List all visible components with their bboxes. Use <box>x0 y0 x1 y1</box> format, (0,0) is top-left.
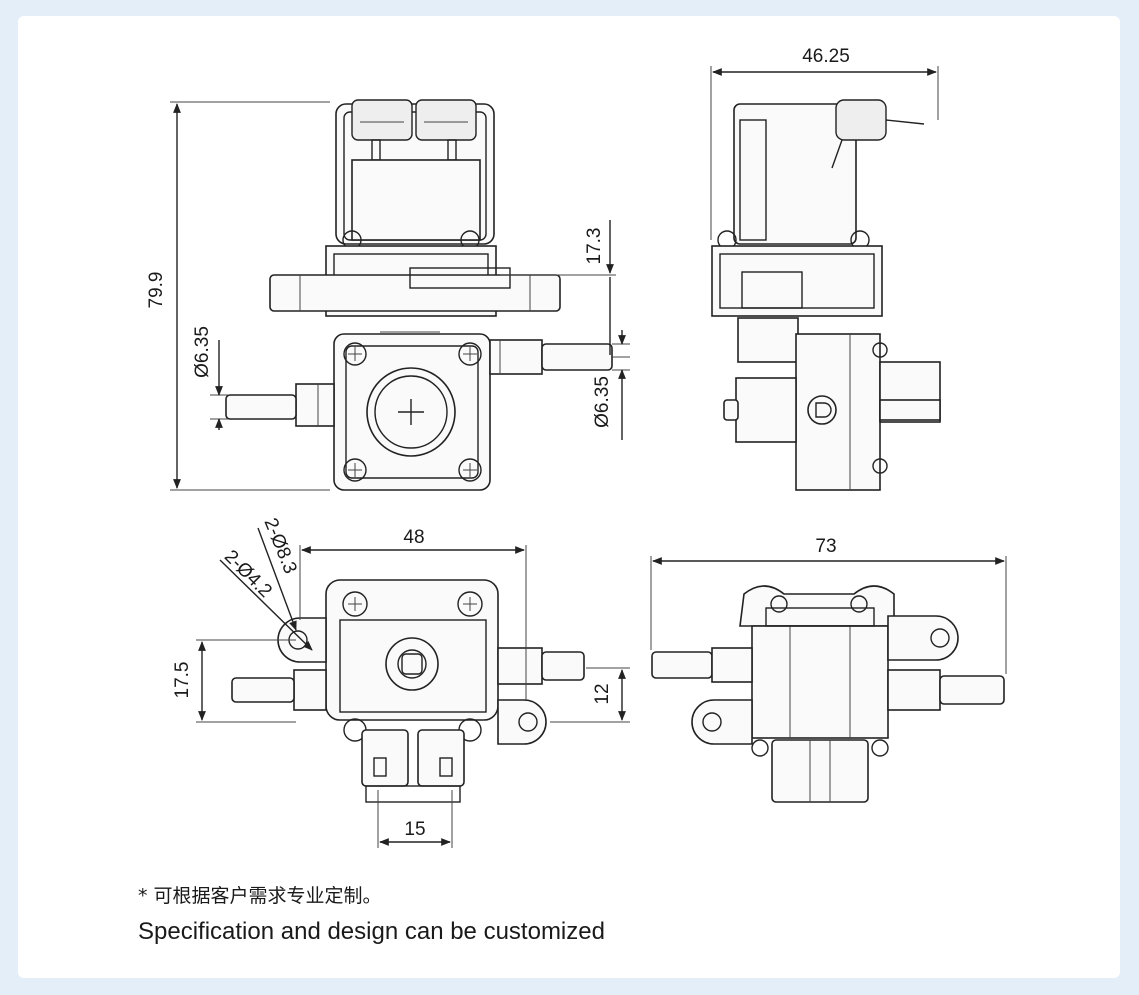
dim-17-3: 17.3 <box>584 228 605 265</box>
note-english: Specification and design can be customiz… <box>138 918 605 945</box>
dim-46-25: 46.25 <box>802 46 850 67</box>
rear-dimensions <box>650 556 1007 674</box>
dim-17-5: 17.5 <box>172 662 193 699</box>
dim-73: 73 <box>815 536 836 557</box>
front-dimensions <box>170 101 630 491</box>
dim-15: 15 <box>404 819 425 840</box>
dim-48: 48 <box>403 527 424 548</box>
dim-12: 12 <box>592 683 613 704</box>
dim-6-35-left: Ø6.35 <box>192 326 213 378</box>
bottom-view <box>231 579 585 803</box>
rear-view <box>651 585 1005 803</box>
drawing-panel <box>18 16 1120 978</box>
dim-2-8-3: 2-Ø8.3 <box>259 515 300 577</box>
note-chinese: * 可根据客户需求专业定制。 <box>138 885 382 907</box>
side-dimensions <box>710 66 939 240</box>
dim-6-35-right: Ø6.35 <box>592 376 613 428</box>
side-view <box>711 99 941 491</box>
front-view <box>225 99 613 491</box>
dim-79-9: 79.9 <box>146 272 167 309</box>
bottom-dimensions <box>196 527 630 848</box>
